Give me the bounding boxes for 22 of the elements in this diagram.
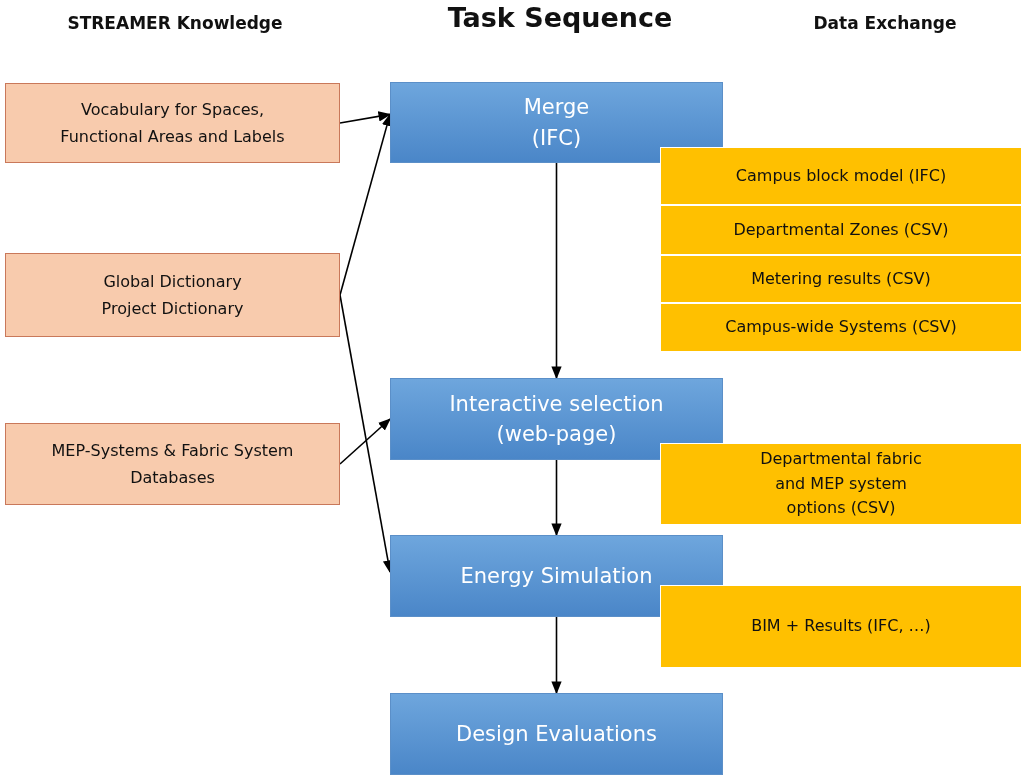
arrow bbox=[339, 113, 392, 296]
column-heading: Data Exchange bbox=[812, 12, 958, 35]
knowledge-box: Vocabulary for Spaces, Functional Areas and Labels bbox=[5, 83, 340, 163]
data-box: BIM + Results (IFC, …) bbox=[660, 585, 1022, 668]
task-box: Merge (IFC) bbox=[390, 82, 723, 163]
arrow bbox=[551, 616, 562, 695]
data-box: Campus-wide Systems (CSV) bbox=[660, 303, 1022, 352]
column-title: Task Sequence bbox=[446, 1, 674, 35]
task-box: Design Evaluations bbox=[390, 693, 723, 775]
arrow bbox=[551, 162, 562, 380]
data-box: Departmental Zones (CSV) bbox=[660, 205, 1022, 255]
data-box: Metering results (CSV) bbox=[660, 255, 1022, 303]
data-box: Departmental fabric and MEP system options (CSV) bbox=[660, 443, 1022, 525]
arrow bbox=[339, 111, 392, 124]
arrow bbox=[551, 459, 562, 537]
data-box: Campus block model (IFC) bbox=[660, 147, 1022, 205]
arrow bbox=[339, 418, 391, 465]
knowledge-box: Global Dictionary Project Dictionary bbox=[5, 253, 340, 337]
task-box: Interactive selection (web-page) bbox=[390, 378, 723, 460]
column-heading: STREAMER Knowledge bbox=[66, 12, 284, 35]
task-box: Energy Simulation bbox=[390, 535, 723, 617]
knowledge-box: MEP-Systems & Fabric System Databases bbox=[5, 423, 340, 505]
